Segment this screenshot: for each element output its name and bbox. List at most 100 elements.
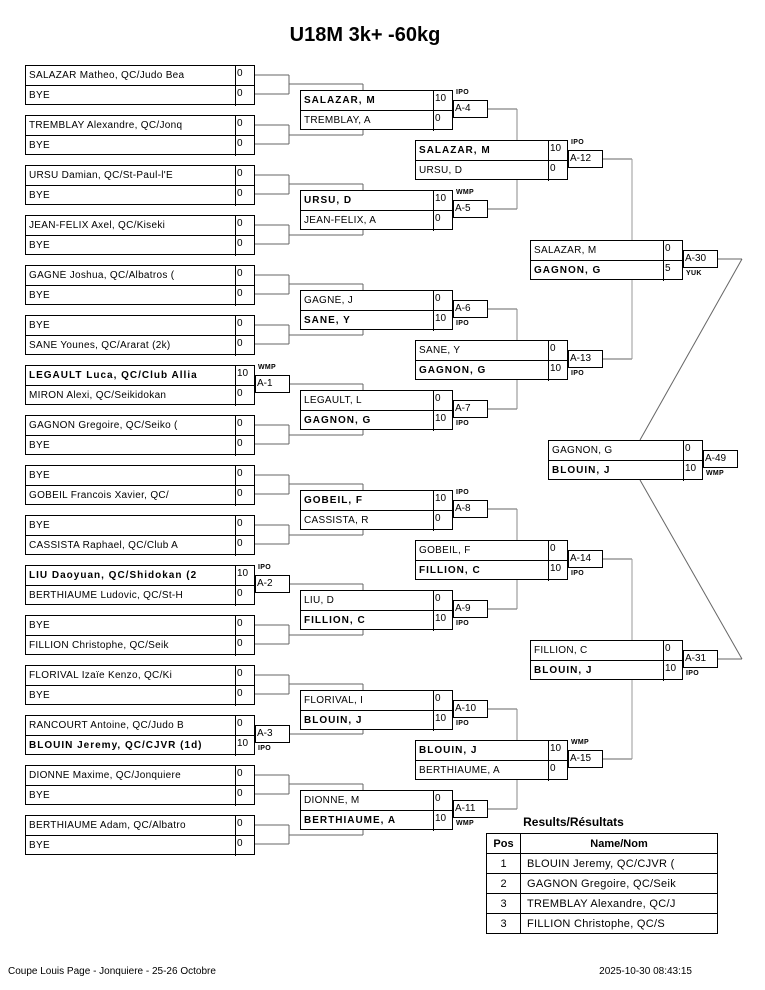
match-label[interactable]: A-10 — [453, 700, 488, 718]
match-label[interactable]: A-6 — [453, 300, 488, 318]
match-label[interactable]: A-8 — [453, 500, 488, 518]
match-label[interactable]: A-7 — [453, 400, 488, 418]
competitor-row[interactable]: GAGNÉ Joshua, QC/Albatros (0 — [26, 266, 254, 286]
match-label[interactable]: A-4 — [453, 100, 488, 118]
match-label[interactable]: A-30 — [683, 250, 718, 268]
competitor-row[interactable]: SANE Younes, QC/Ararat (2k)0 — [26, 335, 254, 356]
match-label[interactable]: A-49 — [703, 450, 738, 468]
match-label[interactable]: A-11 — [453, 800, 488, 818]
match-label[interactable]: A-5 — [453, 200, 488, 218]
match-label[interactable]: A-13 — [568, 350, 603, 368]
match-label[interactable]: A-31 — [683, 650, 718, 668]
competitor-row[interactable]: BLOUIN Jeremy, QC/CJVR (1d)10 — [26, 735, 254, 756]
match-label[interactable]: A-3 — [255, 725, 290, 743]
match-label[interactable]: A-15 — [568, 750, 603, 768]
competitor-row[interactable]: GAGNON Gregoire, QC/Seiko (0 — [26, 416, 254, 436]
match-label[interactable]: A-14 — [568, 550, 603, 568]
competitor-row[interactable]: GOBEIL Francois Xavier, QC/0 — [26, 485, 254, 506]
